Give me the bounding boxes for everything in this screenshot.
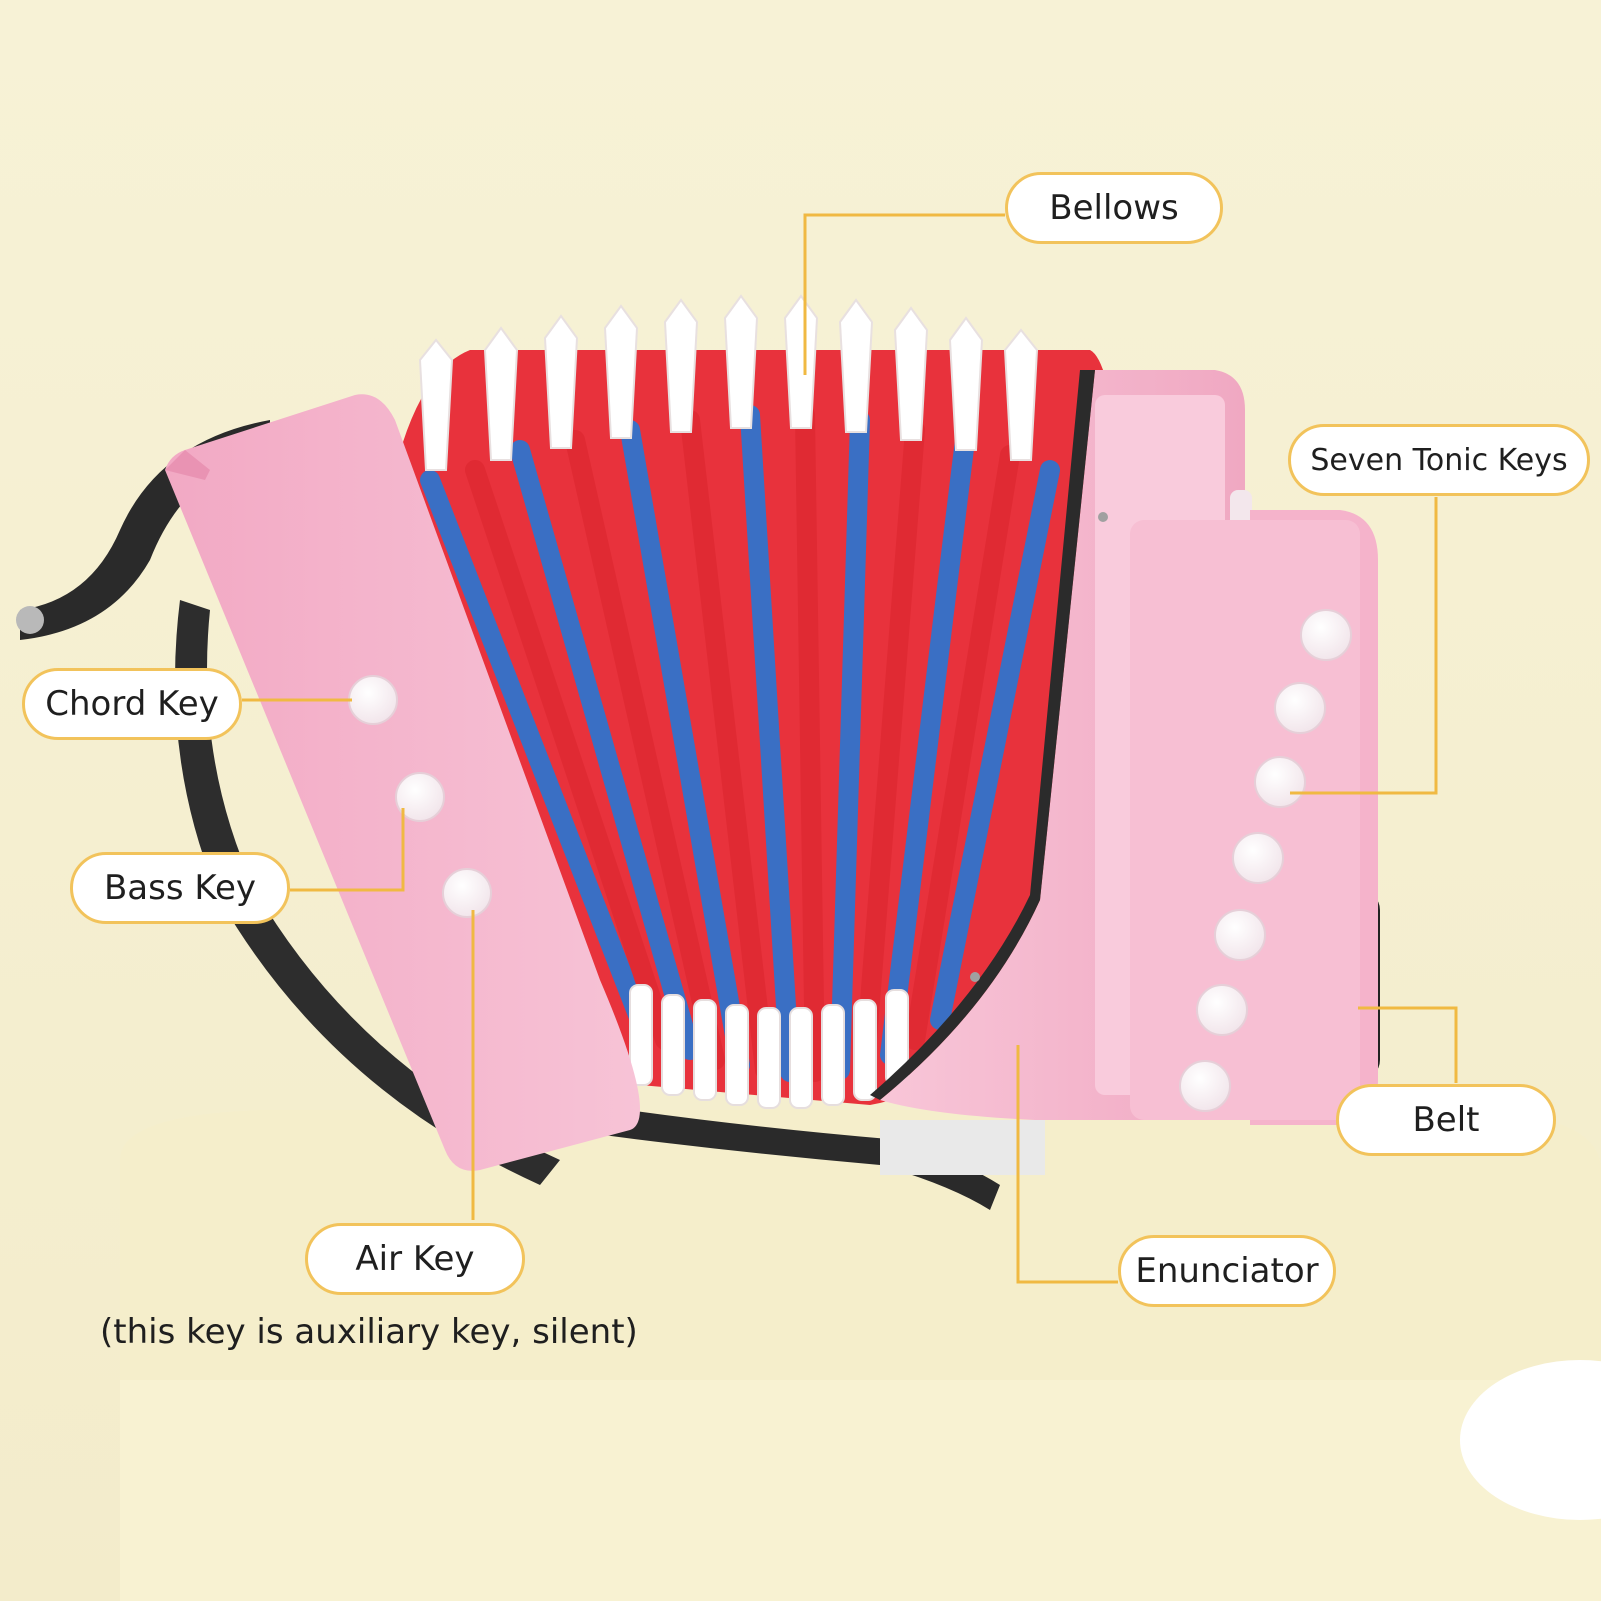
seven-tonic-keys-callout: Seven Tonic Keys <box>1288 424 1590 496</box>
pedestal-top <box>120 1110 1601 1380</box>
chord-key-callout: Chord Key <box>22 668 242 740</box>
small-pedestal <box>1460 1360 1601 1520</box>
key-button <box>1300 609 1352 661</box>
air-key-callout: Air Key <box>305 1223 525 1295</box>
bass-key-leader <box>290 808 405 892</box>
key-button <box>442 868 492 918</box>
key-button <box>1214 909 1266 961</box>
key-button <box>1232 832 1284 884</box>
key-button <box>1179 1060 1231 1112</box>
screw <box>970 972 980 982</box>
key-button <box>348 675 398 725</box>
right-body-edge <box>870 370 1095 1100</box>
seven-tonic-keys-leader <box>1290 497 1438 795</box>
air-key-note: (this key is auxiliary key, silent) <box>100 1312 638 1352</box>
belt-leader <box>1358 1006 1458 1083</box>
keyboard-face <box>1130 520 1360 1120</box>
leader-lines <box>242 213 1458 1284</box>
key-button <box>1196 984 1248 1036</box>
key-button <box>395 772 445 822</box>
enunciator-leader <box>1016 1045 1118 1284</box>
key-button <box>1274 682 1326 734</box>
bottom-plate <box>880 1120 1045 1175</box>
belt-callout: Belt <box>1336 1084 1556 1156</box>
strap-rivet <box>16 606 44 634</box>
bellows-callout: Bellows <box>1005 172 1223 244</box>
bellows-leader <box>803 213 1005 375</box>
left-body-side <box>165 450 210 480</box>
enunciator-callout: Enunciator <box>1118 1235 1336 1307</box>
bass-key-callout: Bass Key <box>70 852 290 924</box>
key-button <box>1254 756 1306 808</box>
screw <box>1098 512 1108 522</box>
